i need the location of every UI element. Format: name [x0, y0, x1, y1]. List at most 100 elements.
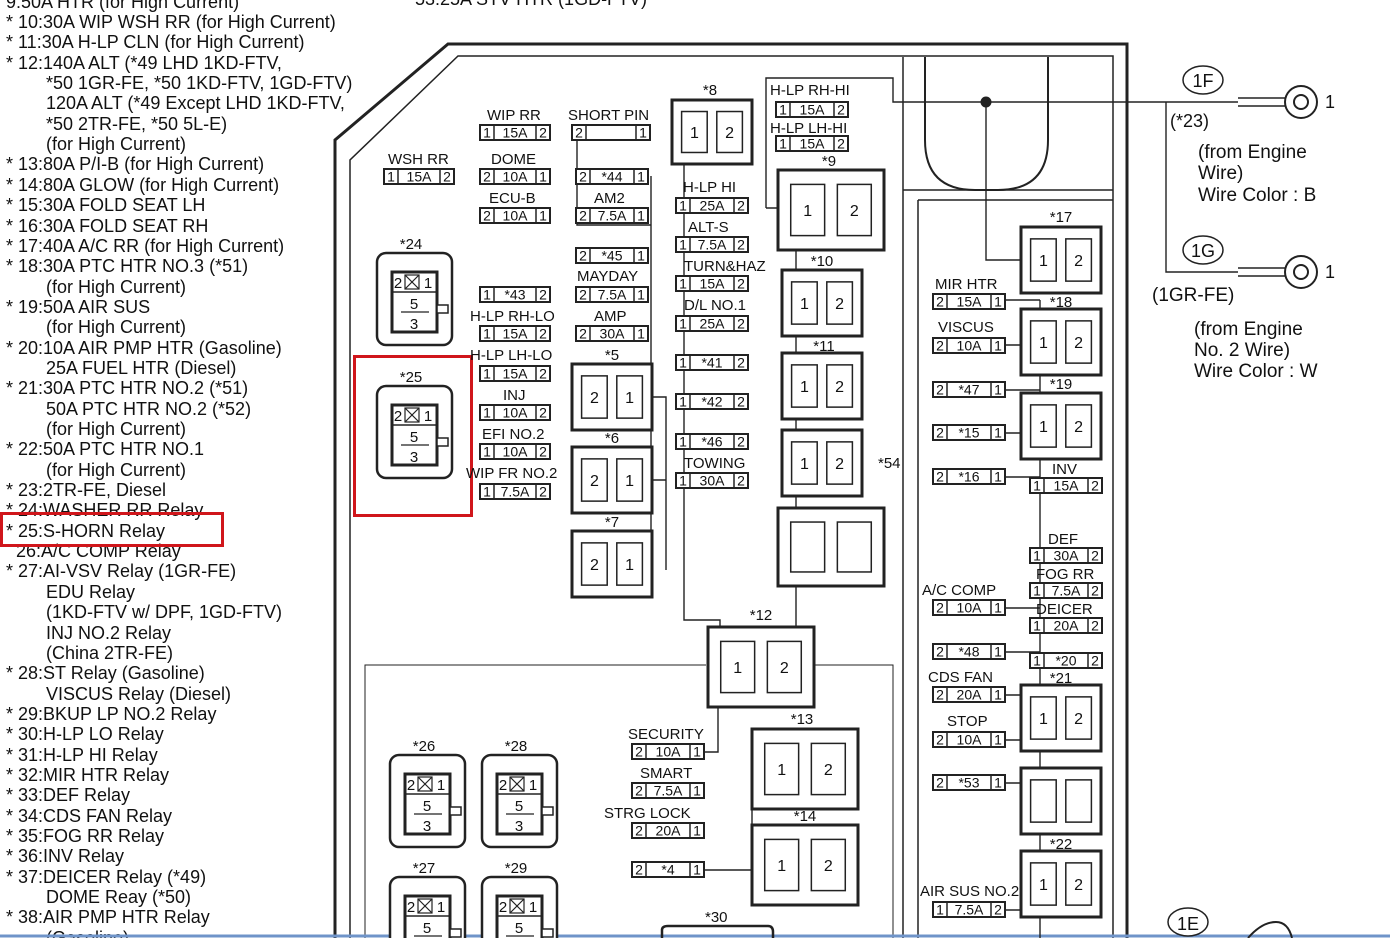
fuse-terminal-left: 1	[779, 136, 787, 152]
fuse-rating: *46	[701, 434, 722, 450]
fuse-body	[631, 743, 705, 760]
legend-line: (China 2TR-FE)	[6, 642, 174, 663]
block-pin-left: 1	[1039, 419, 1048, 436]
fuse-terminal-left: 1	[679, 473, 687, 489]
label-hlp-lh-lo: H-LP LH-LO	[470, 347, 552, 364]
box-outline-inner	[349, 55, 1114, 938]
fuse-terminal-left: 1	[679, 316, 687, 332]
legend-line: 25A FUEL HTR (Diesel)	[6, 357, 237, 378]
legend-line: * 14:80A GLOW (for High Current)	[6, 174, 280, 195]
label-efi-no2: EFI NO.2	[482, 426, 545, 443]
label-ac-comp: A/C COMP	[922, 582, 996, 599]
fuse-terminal-right: 1	[994, 382, 1002, 398]
block-pin-right: 2	[1074, 877, 1083, 894]
fuse-terminal-left: 1	[679, 355, 687, 371]
fuse-rating: 15A	[957, 294, 983, 310]
block-label: *8	[703, 82, 717, 99]
relay-block	[1019, 766, 1103, 836]
fuse-terminal-right: 2	[539, 326, 547, 342]
fuse-terminal-right: 2	[539, 366, 547, 382]
fuse-body	[575, 286, 649, 303]
label-wip-rr: WIP RR	[487, 107, 541, 124]
fuse-rating: 30A	[600, 326, 626, 342]
block-pin-right: 2	[780, 660, 789, 677]
fuse-terminal-left: 1	[679, 394, 687, 410]
block-pin-right: 2	[850, 203, 859, 220]
fuse-body	[575, 247, 649, 264]
fuse-terminal-right: 1	[693, 862, 701, 878]
fuse-body	[932, 774, 1006, 791]
block-pin-right: 1	[625, 473, 634, 490]
from-engine-no2: (from Engine	[1194, 319, 1303, 340]
fuse-terminal-left: 1	[483, 125, 491, 141]
block-label: *9	[822, 153, 836, 170]
block-pin-left: 1	[1039, 253, 1048, 270]
fuse-terminal-right: 1	[994, 775, 1002, 791]
fuse-rating: 25A	[700, 316, 726, 332]
block-pin-left: 1	[1039, 711, 1048, 728]
fuse-terminal-left: 2	[579, 326, 587, 342]
block-pin-right: 1	[625, 390, 634, 407]
fuse-rating: 15A	[503, 366, 529, 382]
wire-color-w: Wire Color : W	[1194, 361, 1318, 382]
fuse-body	[932, 424, 1006, 441]
fuse-rating: 7.5A	[598, 208, 627, 224]
block-label: *7	[605, 514, 619, 531]
fuse-body	[932, 337, 1006, 354]
fuse-terminal-right: 1	[637, 208, 645, 224]
block-label: *18	[1050, 294, 1073, 311]
legend-line: * 38:AIR PMP HTR Relay	[6, 907, 210, 928]
legend-line: (Gasoline)	[6, 927, 130, 938]
connector-1g: 1G	[1191, 241, 1215, 261]
fuse-terminal-left: 2	[936, 644, 944, 660]
fuse-terminal-right: 1	[994, 469, 1002, 485]
fuse-body	[675, 315, 749, 332]
fuse-terminal-left: 2	[483, 208, 491, 224]
fuse-terminal-left: 1	[483, 484, 491, 500]
block-label: *5	[605, 347, 619, 364]
fuse-rating: 10A	[503, 405, 529, 421]
legend-line: * 10:30A WIP WSH RR (for High Current)	[6, 12, 336, 32]
legend-line: * 12:140A ALT (*49 LHD 1KD-FTV,	[6, 52, 282, 73]
legend-line: (for High Current)	[6, 459, 187, 480]
block-pin-left: 1	[803, 203, 812, 220]
relay-terminal: 3	[410, 449, 418, 466]
fuse-terminal-right: 1	[539, 208, 547, 224]
fuse-body	[383, 168, 455, 185]
wire-text: Wire)	[1198, 163, 1243, 184]
block-pin-left: 1	[1039, 335, 1048, 352]
block-pin-right: 1	[625, 557, 634, 574]
fuse-terminal-left: 1	[483, 326, 491, 342]
fuse-rating: *4	[661, 862, 674, 878]
fuse-body	[1029, 477, 1103, 494]
connector-1e-badge	[1167, 907, 1209, 937]
label-hlp-rh-lo: H-LP RH-LO	[470, 308, 555, 325]
fuse-terminal-left: 2	[575, 125, 583, 141]
block-pin-right: 2	[725, 125, 734, 142]
legend-line: * 18:30A PTC HTR NO.3 (*51)	[6, 256, 249, 277]
fuse-terminal-right: 1	[994, 600, 1002, 616]
label-security: SECURITY	[628, 726, 704, 743]
legend-line: * 13:80A P/I-B (for High Current)	[6, 154, 265, 175]
fuse-terminal-left: 2	[579, 287, 587, 303]
fuse-terminal-right: 2	[1091, 618, 1099, 634]
relay-label: *28	[505, 738, 528, 755]
block-label: *14	[794, 808, 817, 825]
fuse-body	[675, 275, 749, 292]
relay-label: *26	[413, 738, 436, 755]
block-pin-right: 2	[1074, 253, 1083, 270]
